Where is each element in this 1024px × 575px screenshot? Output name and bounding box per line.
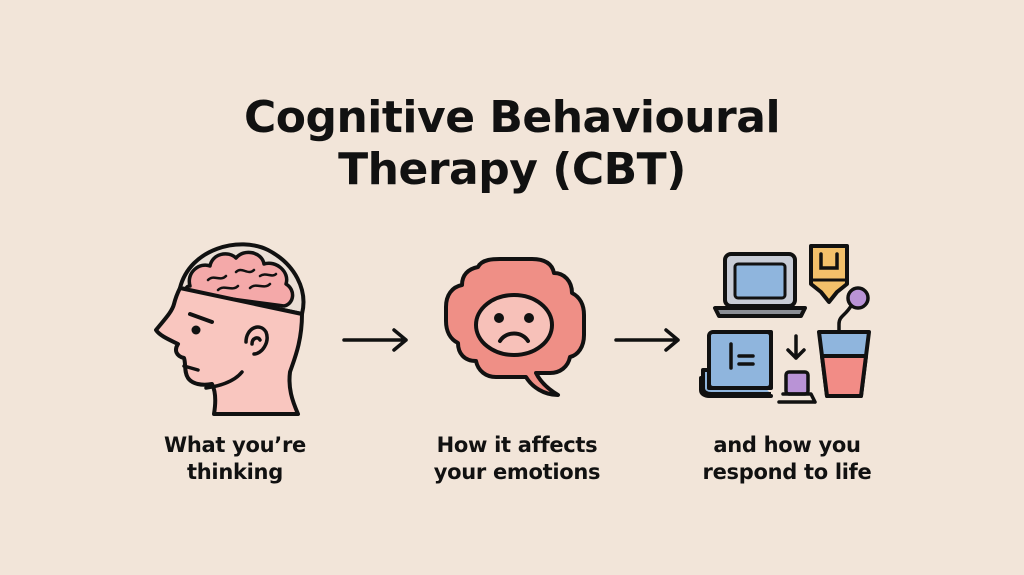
title-line-1: Cognitive Behavioural: [243, 92, 781, 143]
right-arrow-icon: [614, 328, 680, 352]
page-title: Cognitive Behavioural Therapy (CBT): [0, 92, 1024, 196]
title-line-2: Therapy (CBT): [338, 144, 686, 195]
right-arrow-icon: [342, 328, 408, 352]
step-label-thinking: What you’re thinking: [164, 433, 306, 484]
step-label-emotions: How it affects your emotions: [433, 433, 601, 484]
step-label-respond: and how you respond to life: [702, 433, 872, 484]
sad-speech-bubble-icon: [444, 257, 586, 397]
head-brain-icon: [154, 242, 306, 416]
daily-life-activities-icon: [699, 244, 871, 404]
